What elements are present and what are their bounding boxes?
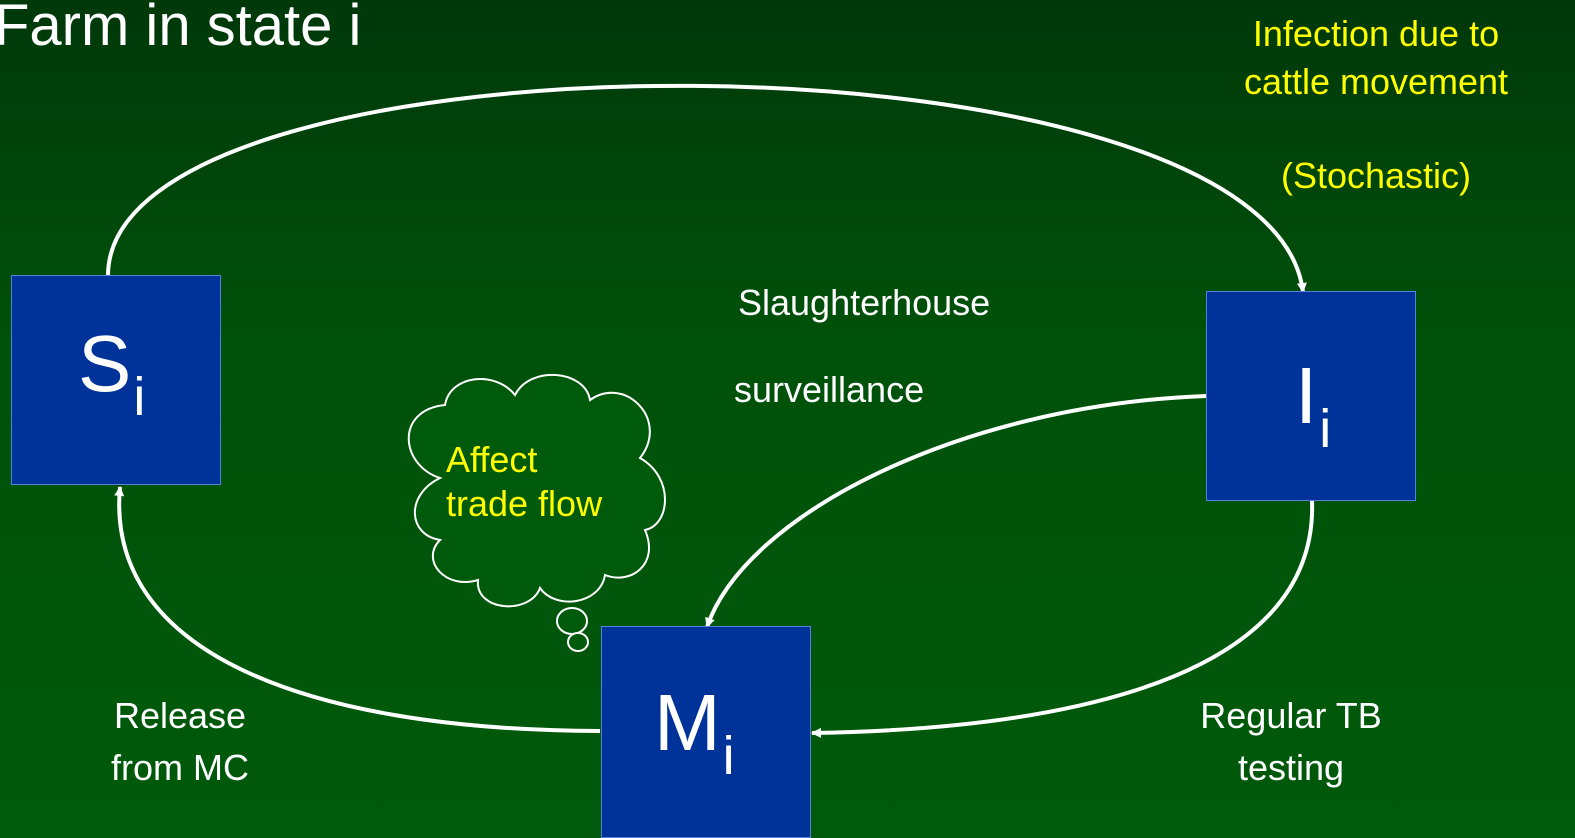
state-box-susceptible: Si <box>11 275 221 485</box>
thought-bubble-dot-large <box>556 607 588 635</box>
stochastic-label: (Stochastic) <box>1280 155 1472 196</box>
state-box-movement-controlled: Mi <box>601 626 811 838</box>
thought-cloud <box>407 373 666 652</box>
testing-label-line1: Regular TB <box>1200 695 1382 736</box>
slaughterhouse-label-line1: Slaughterhouse <box>738 282 991 323</box>
arrow-i-to-m-slaughterhouse <box>705 394 1207 628</box>
state-subscript: i <box>722 726 735 786</box>
arrow-i-to-m-testing <box>811 499 1315 738</box>
testing-label: Regular TB testing <box>1146 694 1436 790</box>
testing-label-line2: testing <box>1237 747 1345 788</box>
thought-bubble-dot-small <box>567 632 589 652</box>
state-subscript: i <box>1319 399 1332 459</box>
state-symbol: I <box>1295 351 1318 440</box>
slide-title: Farm in state i <box>0 0 362 58</box>
state-subscript: i <box>133 367 146 427</box>
state-box-infected: Ii <box>1206 291 1416 501</box>
state-symbol: S <box>78 319 132 408</box>
slaughterhouse-label-line2: surveillance <box>734 369 925 410</box>
infection-label-line1: Infection due to <box>1252 13 1500 54</box>
thought-bubble-line1: Affect <box>446 439 538 480</box>
arrow-m-to-s-release <box>114 486 601 733</box>
state-symbol: M <box>654 678 721 767</box>
thought-bubble-cloud <box>407 373 666 608</box>
thought-bubble-line2: trade flow <box>446 483 603 524</box>
arrow-s-to-i <box>106 83 1307 293</box>
infection-label-line2: cattle movement <box>1243 61 1509 102</box>
release-label-line2: from MC <box>111 747 249 788</box>
thought-bubble-text: Affect trade flow <box>446 438 602 526</box>
release-label-line1: Release <box>113 695 247 736</box>
release-label: Release from MC <box>60 694 300 790</box>
infection-label: Infection due to cattle movement <box>1196 12 1556 104</box>
